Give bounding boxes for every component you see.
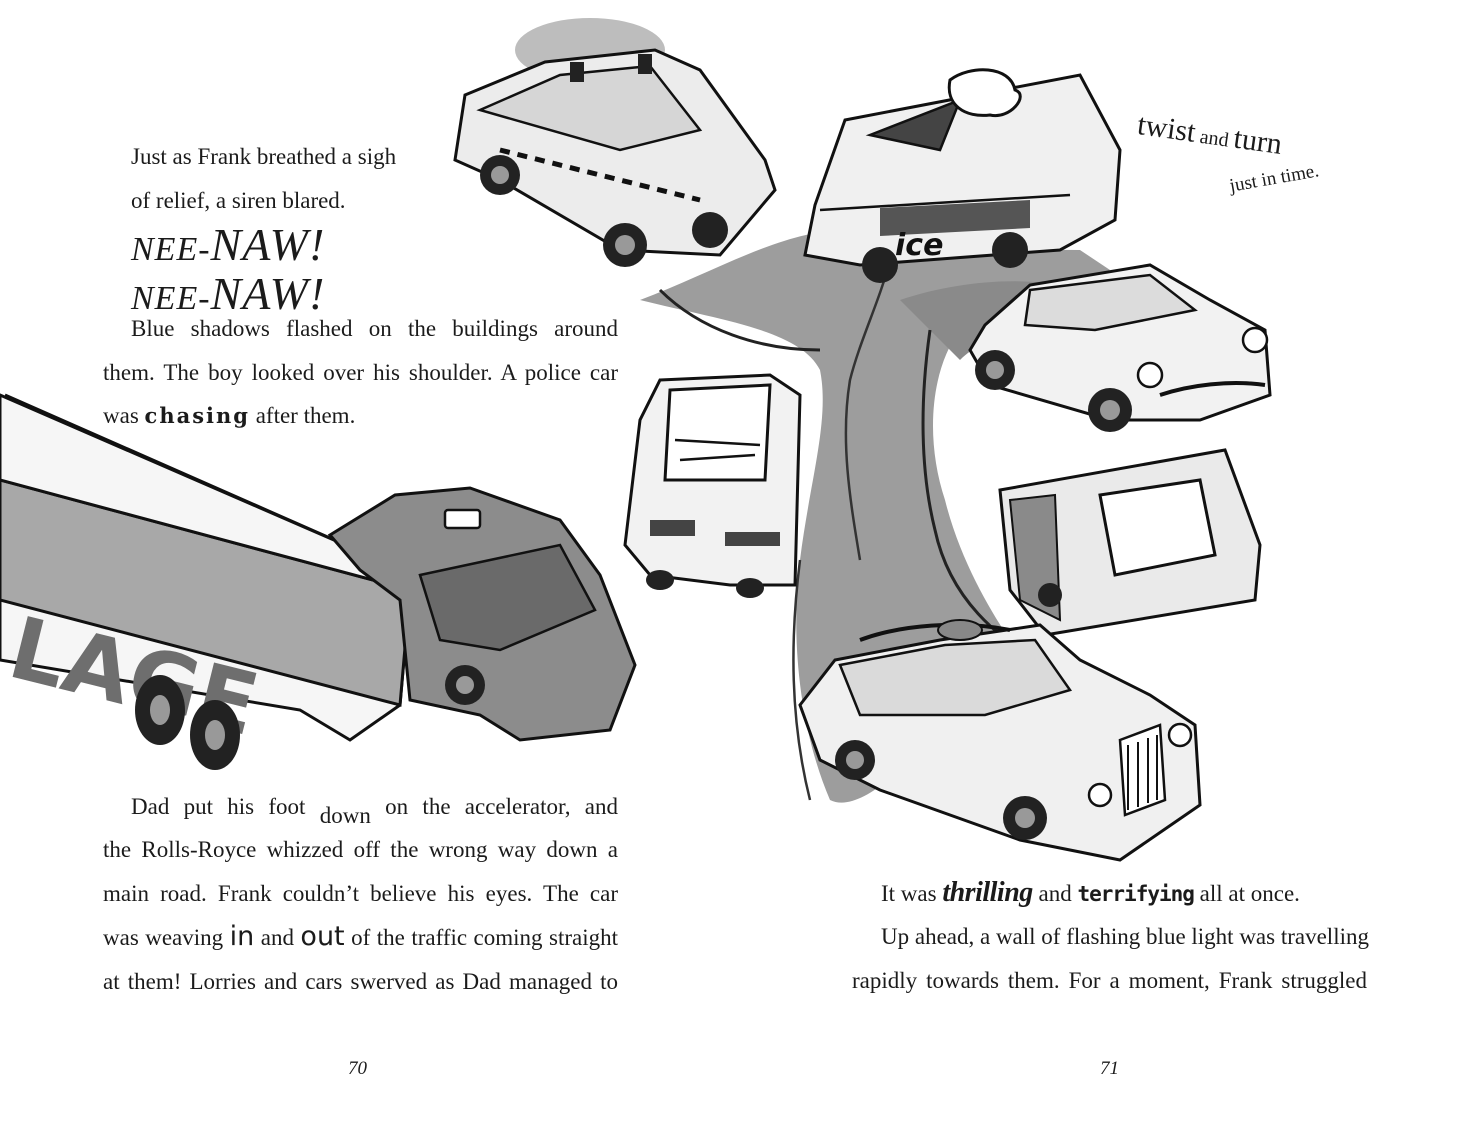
paragraph-line: the Rolls-Royce whizzed off the wrong wa…: [103, 837, 618, 862]
rolls-royce: [798, 619, 1202, 862]
page-number-left: 70: [348, 1058, 367, 1079]
police-car: [453, 48, 777, 267]
out-word: out: [300, 921, 345, 952]
text-span: was: [103, 403, 145, 428]
ice-cream-van: ice: [803, 68, 1122, 283]
text-span: of the traffic coming straight: [344, 925, 618, 950]
turn-word: turn: [1231, 121, 1285, 161]
ice-van-lettering: ice: [895, 228, 943, 263]
text-span: and: [1032, 881, 1078, 906]
paragraph-line: Up ahead, a wall of flashing blue light …: [881, 924, 1369, 949]
paragraph-line: at them! Lorries and cars swerved as Dad…: [103, 968, 618, 994]
intro-line: of relief, a siren blared.: [131, 187, 346, 213]
paragraph-1: Blue shadows flashed on the buildings ar…: [103, 307, 618, 394]
text-span: Dad put his foot: [131, 794, 320, 819]
down-word: down: [319, 803, 371, 828]
paragraph-line: Dad put his foot down on the accelerator…: [131, 785, 618, 829]
siren-line: NEE-NAW!: [131, 222, 325, 272]
paragraph-2-first-line: Dad put his foot down on the accelerator…: [131, 785, 618, 829]
paragraph-line: Blue shadows flashed on the buildings ar…: [131, 316, 618, 341]
right-paragraph-2: Up ahead, a wall of flashing blue light …: [852, 915, 1369, 1002]
siren-naw: NAW!: [210, 219, 326, 270]
siren-sound: NEE-NAW! NEE-NAW!: [131, 222, 325, 321]
page-number-right: 71: [1100, 1058, 1119, 1079]
intro-line: Just as Frank breathed a sigh: [131, 144, 397, 169]
paragraph-line: was weaving in and out of the traffic co…: [103, 915, 618, 960]
text-span: after them.: [249, 403, 356, 428]
thrilling-word: thrilling: [942, 877, 1033, 908]
paragraph-2: the Rolls-Royce whizzed off the wrong wa…: [103, 828, 618, 1003]
text-span: on the accelerator, and: [370, 794, 618, 819]
paragraph-1-last-line: was chasing after them.: [103, 394, 355, 438]
text-span: all at once.: [1193, 881, 1300, 906]
text-span: was weaving: [103, 925, 230, 950]
twist-word: twist: [1135, 108, 1198, 149]
intro-text: Just as Frank breathed a sigh of relief,…: [131, 135, 396, 222]
paragraph-line: rapidly towards them. For a moment, Fran…: [852, 967, 1367, 993]
taxi-cab: [327, 486, 637, 742]
chasing-word: chasing: [144, 403, 250, 428]
siren-nee: NEE-: [131, 231, 211, 268]
text-span: and: [254, 925, 301, 950]
right-paragraph-1: It was thrilling and terrifying all at o…: [881, 871, 1300, 917]
and-word: and: [1193, 125, 1236, 153]
in-word: in: [229, 921, 255, 952]
siren-nee: NEE-: [131, 280, 211, 317]
white-van-top: [998, 448, 1262, 637]
paragraph-line: main road. Frank couldn’t believe his ey…: [103, 880, 618, 906]
siren-line: NEE-NAW!: [131, 271, 325, 321]
paragraph-line: them. The boy looked over his shoulder. …: [103, 359, 618, 385]
siren-naw: NAW!: [210, 268, 326, 319]
terrifying-word: terrifying: [1077, 882, 1194, 906]
text-span: It was: [881, 881, 943, 906]
beetle-car: [968, 263, 1272, 432]
white-car-rear: [623, 373, 802, 598]
lorry: LAGE: [0, 393, 416, 770]
